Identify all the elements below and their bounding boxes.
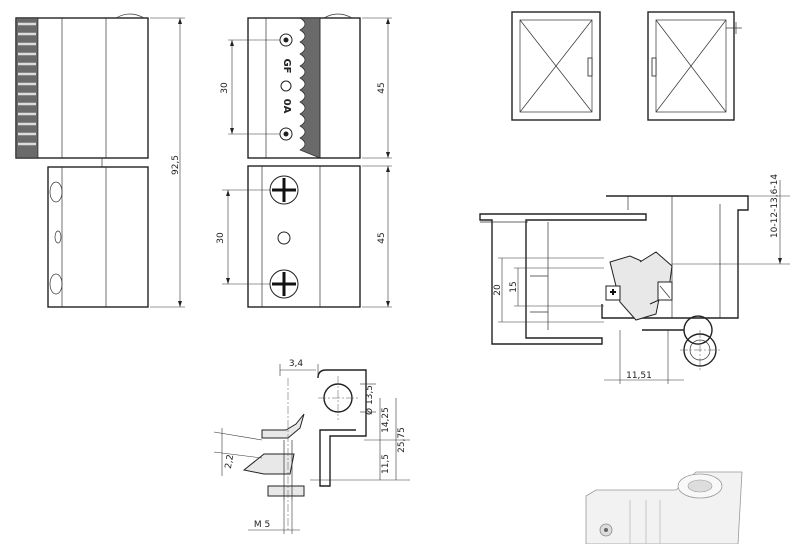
mark-gf: GF xyxy=(281,58,292,73)
lower-leaf-outline xyxy=(47,166,149,308)
screw-head-bottom xyxy=(49,273,63,295)
dim-2-2: 2,2 xyxy=(224,454,236,470)
detail-bracket xyxy=(317,369,367,487)
detail-lower-clamp xyxy=(267,485,305,497)
side-upper-knuckle xyxy=(323,13,353,19)
dim-25-75: 25,75 xyxy=(397,427,407,453)
dim-axis: 11,51 xyxy=(626,371,652,381)
dim-14-25: 14,25 xyxy=(381,407,391,433)
window-left-icon xyxy=(511,11,601,121)
upper-leaf-frame-profile xyxy=(15,17,39,159)
hinge-detail-view: 3,4 Ø 13,5 14,25 25,75 11,5 2,2 M 5 xyxy=(213,359,410,534)
dim-20: 20 xyxy=(493,284,503,296)
detail-middle-clamp xyxy=(242,453,295,475)
mark-0a: 0A xyxy=(281,99,292,114)
side-lower-leaf xyxy=(247,165,361,308)
side-upper-teeth xyxy=(298,17,321,159)
dim-15: 15 xyxy=(509,281,519,292)
dim-thread: M 5 xyxy=(254,520,270,530)
hinge-front-view: 92,5 xyxy=(15,13,185,308)
bush-hole xyxy=(54,230,62,244)
lower-height-dim: 45 xyxy=(377,232,387,243)
upper-holes-dim: 30 xyxy=(220,82,230,94)
window-right-icon xyxy=(647,11,742,121)
overall-height-label: 92,5 xyxy=(171,155,181,175)
dim-diameter: Ø 13,5 xyxy=(364,385,375,415)
upper-knuckle xyxy=(115,13,145,19)
sash-profile xyxy=(479,213,647,345)
hinge-side-view: GF 0A 30 45 30 45 xyxy=(216,13,392,308)
detail-upper-clamp xyxy=(261,413,305,439)
profile-section-view: 20 15 11,51 10-12-13,6-14 xyxy=(479,174,790,384)
dim-11-5: 11,5 xyxy=(381,454,391,474)
hinge-3d-preview xyxy=(585,471,743,544)
dim-offset: 3,4 xyxy=(289,359,304,369)
pivot-tube xyxy=(642,315,713,345)
lower-holes-dim: 30 xyxy=(216,232,226,244)
upper-leaf-teeth xyxy=(18,22,36,146)
bush-dot xyxy=(277,231,291,245)
adjust-indicator xyxy=(280,80,292,92)
rebate-range-dim: 10-12-13,6-14 xyxy=(770,174,780,238)
screw-head-top xyxy=(49,181,63,203)
upper-height-dim: 45 xyxy=(377,82,387,93)
